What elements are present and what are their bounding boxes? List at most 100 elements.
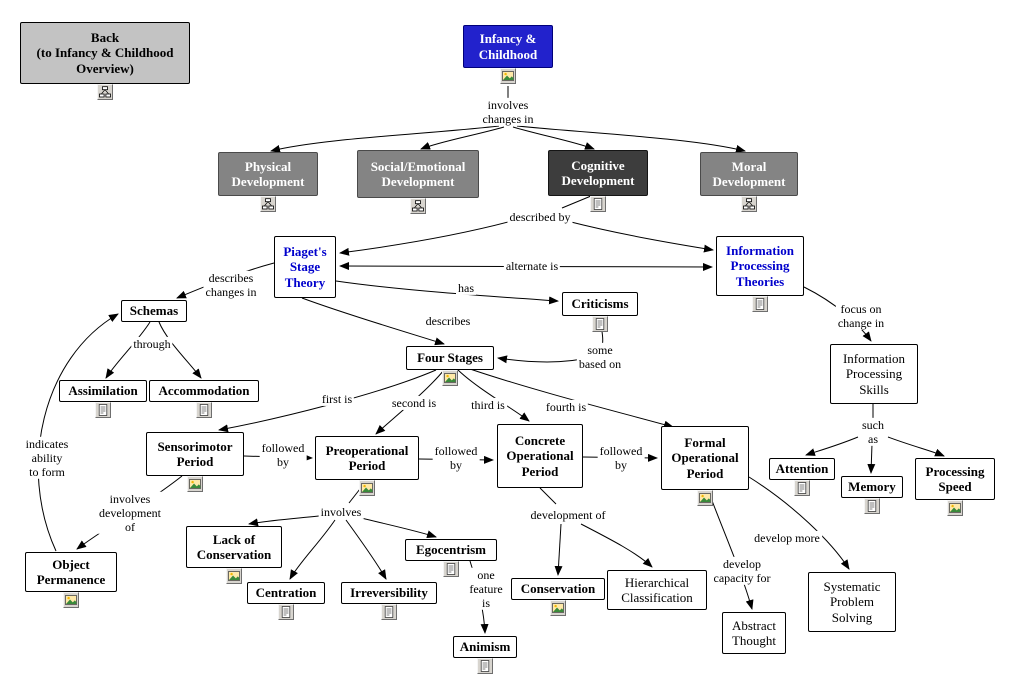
edge-involves-to-physical (270, 125, 500, 153)
node-label-conservation: Conservation (520, 581, 596, 597)
node-label-formal-operational-period: Formal Operational Period (671, 435, 739, 481)
node-preoperational-period[interactable]: Preoperational Period (315, 436, 419, 480)
node-centration[interactable]: Centration (247, 582, 325, 604)
edge-fourstages-to-concrete (457, 369, 530, 422)
image-resource-icon[interactable] (442, 370, 458, 386)
link-label-followed-by-1: followed by (259, 440, 307, 470)
node-label-irreversibility: Irreversibility (350, 585, 428, 601)
node-systematic-problem-solving[interactable]: Systematic Problem Solving (808, 572, 896, 632)
link-label-second-is: second is (389, 395, 439, 411)
node-label-piagets-stage-theory: Piaget's Stage Theory (283, 244, 327, 290)
link-label-develop-capacity-for: develop capacity for (711, 556, 773, 586)
image-resource-icon[interactable] (550, 600, 566, 616)
node-formal-operational-period[interactable]: Formal Operational Period (661, 426, 749, 490)
node-label-physical-development: Physical Development (231, 158, 305, 189)
node-label-schemas: Schemas (129, 303, 179, 319)
document-resource-icon[interactable] (381, 604, 397, 620)
node-label-hierarchical-classification: Hierarchical Classification (621, 574, 693, 605)
link-label-focus-on-change-in: focus on change in (835, 301, 887, 331)
document-resource-icon[interactable] (196, 402, 212, 418)
node-social-emotional-development[interactable]: Social/Emotional Development (357, 150, 479, 198)
edge-formal-to-systematic (748, 476, 850, 570)
edge-involves-to-moral (516, 125, 746, 153)
edge-suchas-to-attention (805, 436, 859, 456)
node-irreversibility[interactable]: Irreversibility (341, 582, 437, 604)
node-memory[interactable]: Memory (841, 476, 903, 498)
image-resource-icon[interactable] (697, 490, 713, 506)
node-infancy-childhood[interactable]: Infancy & Childhood (463, 25, 553, 68)
cmap-resource-icon[interactable] (97, 84, 113, 100)
node-conservation[interactable]: Conservation (511, 578, 605, 600)
edge-describedby-to-piaget (339, 220, 513, 256)
edge-developmentof-to-hierclass (580, 523, 653, 568)
node-label-attention: Attention (775, 461, 829, 477)
edge-through-to-accommodation (158, 321, 202, 379)
cmap-resource-icon[interactable] (741, 196, 757, 212)
document-resource-icon[interactable] (443, 561, 459, 577)
node-label-concrete-operational-period: Concrete Operational Period (506, 433, 574, 479)
node-four-stages[interactable]: Four Stages (406, 346, 494, 370)
node-cognitive-development[interactable]: Cognitive Development (548, 150, 648, 196)
node-attention[interactable]: Attention (769, 458, 835, 480)
node-lack-of-conservation[interactable]: Lack of Conservation (186, 526, 282, 568)
node-label-information-processing-skills: Information Processing Skills (842, 351, 906, 397)
node-assimilation[interactable]: Assimilation (59, 380, 147, 402)
link-label-alternate-is: alternate is (503, 258, 561, 274)
document-resource-icon[interactable] (864, 498, 880, 514)
node-information-processing-theories[interactable]: Information Processing Theories (716, 236, 804, 296)
node-sensorimotor-period[interactable]: Sensorimotor Period (146, 432, 244, 476)
edge-formal-to-abstract (707, 489, 754, 610)
edge-through-to-assimilation (105, 321, 151, 379)
document-resource-icon[interactable] (752, 296, 768, 312)
node-criticisms[interactable]: Criticisms (562, 292, 638, 316)
document-resource-icon[interactable] (590, 196, 606, 212)
image-resource-icon[interactable] (947, 500, 963, 516)
node-label-systematic-problem-solving: Systematic Problem Solving (823, 579, 881, 625)
edge-involves-to-centration (289, 519, 336, 580)
link-label-third-is: third is (469, 397, 507, 413)
link-label-involves: involves (318, 504, 364, 520)
node-animism[interactable]: Animism (453, 636, 517, 658)
image-resource-icon[interactable] (63, 592, 79, 608)
document-resource-icon[interactable] (95, 402, 111, 418)
document-resource-icon[interactable] (477, 658, 493, 674)
node-label-memory: Memory (848, 479, 896, 495)
edge-involves-to-egocentrism (352, 515, 437, 539)
node-label-sensorimotor-period: Sensorimotor Period (157, 438, 233, 469)
link-label-indicates-ability-to-form: indicates ability to form (23, 436, 71, 480)
image-resource-icon[interactable] (226, 568, 242, 584)
node-concrete-operational-period[interactable]: Concrete Operational Period (497, 424, 583, 488)
image-resource-icon[interactable] (359, 480, 375, 496)
node-abstract-thought[interactable]: Abstract Thought (722, 612, 786, 654)
edge-suchas-to-procspeed (887, 436, 945, 457)
cmap-resource-icon[interactable] (260, 196, 276, 212)
link-label-has: has (456, 280, 476, 296)
node-physical-development[interactable]: Physical Development (218, 152, 318, 196)
node-schemas[interactable]: Schemas (121, 300, 187, 322)
document-resource-icon[interactable] (592, 316, 608, 332)
node-egocentrism[interactable]: Egocentrism (405, 539, 497, 561)
link-label-described-by: described by (507, 209, 573, 225)
node-moral-development[interactable]: Moral Development (700, 152, 798, 196)
document-resource-icon[interactable] (278, 604, 294, 620)
edge-describedby-to-ipt (566, 220, 714, 253)
image-resource-icon[interactable] (187, 476, 203, 492)
node-back[interactable]: Back (to Infancy & Childhood Overview) (20, 22, 190, 84)
image-resource-icon[interactable] (500, 68, 516, 84)
link-label-describes-changes-in: describes changes in (203, 270, 259, 300)
node-piagets-stage-theory[interactable]: Piaget's Stage Theory (274, 236, 336, 298)
node-object-permanence[interactable]: Object Permanence (25, 552, 117, 592)
edge-developmentof-to-conservation (554, 523, 563, 576)
link-label-development-of: development of (528, 507, 608, 523)
link-label-followed-by-2: followed by (432, 443, 480, 473)
edge-involves-to-social (420, 126, 505, 150)
node-accommodation[interactable]: Accommodation (149, 380, 259, 402)
node-processing-speed[interactable]: Processing Speed (915, 458, 995, 500)
cmap-resource-icon[interactable] (410, 198, 426, 214)
document-resource-icon[interactable] (794, 480, 810, 496)
node-hierarchical-classification[interactable]: Hierarchical Classification (607, 570, 707, 610)
link-label-first-is: first is (319, 391, 355, 407)
node-label-egocentrism: Egocentrism (415, 542, 487, 558)
node-information-processing-skills[interactable]: Information Processing Skills (830, 344, 918, 404)
